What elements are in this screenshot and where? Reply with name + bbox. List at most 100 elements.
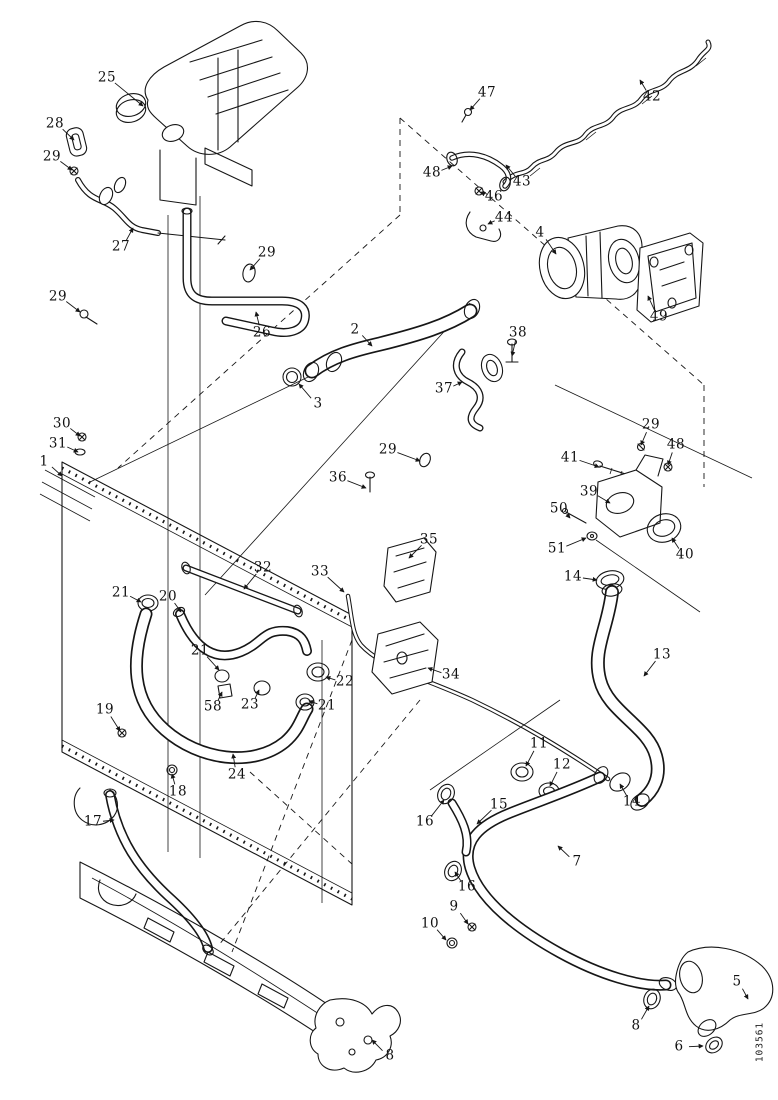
- bypass-tube-part: [446, 107, 512, 242]
- callout-39: 39: [579, 483, 599, 500]
- callout-34: 34: [441, 666, 461, 683]
- callout-6: 6: [674, 1038, 684, 1055]
- coolant-pipe-part: [181, 452, 611, 782]
- leader-line-36: [347, 480, 367, 489]
- leader-line-21: [206, 656, 220, 671]
- callout-19: 19: [95, 701, 115, 718]
- leader-line-10: [436, 929, 447, 941]
- callout-2: 2: [350, 321, 360, 338]
- callout-29: 29: [257, 244, 277, 261]
- leader-line-28: [62, 128, 75, 141]
- thermostat-bracket-part: [636, 232, 704, 323]
- water-outlet-part: [561, 454, 701, 613]
- leader-line-13: [643, 660, 656, 677]
- leader-line-29: [60, 160, 73, 171]
- callout-43: 43: [512, 173, 532, 190]
- callout-4: 4: [535, 224, 545, 241]
- leader-line-14: [582, 576, 598, 582]
- callout-47: 47: [477, 84, 497, 101]
- callout-29: 29: [641, 416, 661, 433]
- leader-line-9: [459, 912, 469, 925]
- callout-31: 31: [48, 435, 68, 452]
- leader-line-14: [619, 783, 627, 796]
- callout-26: 26: [252, 324, 272, 341]
- leader-line-47: [469, 98, 481, 111]
- callout-58: 58: [203, 698, 223, 715]
- leader-line-39: [597, 495, 611, 504]
- leader-line-30: [70, 428, 81, 437]
- callout-42: 42: [642, 88, 662, 105]
- leader-line-29: [65, 301, 81, 313]
- callout-16: 16: [415, 813, 435, 830]
- callout-25: 25: [97, 69, 117, 86]
- leader-line-26: [254, 311, 260, 326]
- support-beam-part: [79, 861, 401, 1073]
- callout-11: 11: [529, 735, 549, 752]
- callout-3: 3: [313, 395, 323, 412]
- lower-hose-part: [590, 583, 665, 811]
- leader-line-37: [453, 381, 463, 387]
- callout-32: 32: [253, 559, 273, 576]
- leader-line-50: [565, 513, 571, 519]
- leader-line-1: [51, 466, 63, 477]
- leader-line-51: [566, 537, 587, 547]
- leader-line-19: [110, 716, 121, 732]
- leader-line-11: [525, 750, 535, 767]
- leader-line-48: [667, 452, 673, 466]
- leader-line-40: [671, 537, 680, 549]
- leader-line-25: [114, 82, 144, 107]
- leader-line-29: [397, 452, 421, 462]
- callout-16: 16: [457, 878, 477, 895]
- leader-line-7: [557, 845, 570, 858]
- drawing-number-watermark: 103561: [754, 1021, 766, 1063]
- s-hose-part: [452, 348, 504, 432]
- leader-line-27: [125, 227, 134, 241]
- callout-23: 23: [240, 696, 260, 713]
- callout-38: 38: [508, 324, 528, 341]
- leader-line-20: [174, 602, 182, 613]
- callout-27: 27: [111, 238, 131, 255]
- bottom-pipes-part: [429, 699, 678, 991]
- callout-33: 33: [310, 563, 330, 580]
- wavy-hose-part: [502, 39, 712, 185]
- callout-5: 5: [732, 973, 742, 990]
- leader-line-21: [129, 595, 142, 603]
- callout-1: 1: [39, 453, 49, 470]
- leader-line-34: [427, 667, 442, 674]
- leader-line-3: [298, 383, 312, 399]
- leader-line-12: [549, 771, 558, 787]
- leader-line-33: [327, 576, 345, 593]
- leader-line-8: [371, 1039, 383, 1052]
- vent-pipe-part: [181, 207, 310, 337]
- leader-line-29: [249, 258, 261, 271]
- callout-48: 48: [422, 164, 442, 181]
- callout-37: 37: [434, 380, 454, 397]
- callout-21: 21: [190, 642, 210, 659]
- leader-line-43: [505, 164, 516, 177]
- leader-line-42: [639, 79, 647, 91]
- callout-24: 24: [227, 766, 247, 783]
- leader-line-21: [308, 700, 318, 705]
- callout-41: 41: [560, 449, 580, 466]
- overflow-hose-part: [65, 127, 226, 325]
- leader-line-23: [254, 689, 260, 699]
- callout-17: 17: [83, 813, 103, 830]
- leader-line-4: [545, 239, 557, 255]
- leader-line-58: [217, 691, 223, 701]
- expansion-tank-part: [115, 20, 308, 206]
- leader-line-22: [325, 675, 336, 681]
- callout-22: 22: [335, 673, 355, 690]
- callout-29: 29: [42, 148, 62, 165]
- leader-line-29: [640, 431, 647, 446]
- callout-48: 48: [666, 436, 686, 453]
- callout-20: 20: [158, 588, 178, 605]
- leader-line-46: [480, 191, 486, 197]
- callout-14: 14: [563, 568, 583, 585]
- pipe-brackets: [371, 537, 439, 695]
- callout-14: 14: [622, 793, 642, 810]
- callout-8: 8: [385, 1047, 395, 1064]
- callout-51: 51: [547, 540, 567, 557]
